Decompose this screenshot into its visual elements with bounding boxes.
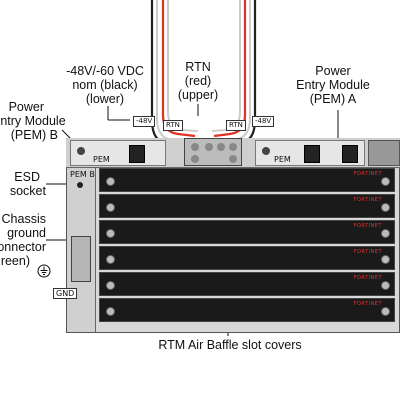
terminal-screw-6 xyxy=(229,155,237,163)
pem-b-side-panel: PEM B GND xyxy=(67,168,96,332)
pem-a-module: PEM xyxy=(255,140,365,166)
tag-rtn-right: RTN xyxy=(226,120,246,131)
pem-a-switch-1-icon[interactable] xyxy=(304,145,320,163)
terminal-screw-4 xyxy=(229,143,237,151)
rtm-slot-cover: FORTINET xyxy=(99,246,395,270)
fortinet-logo: FORTINET xyxy=(354,223,382,229)
gnd-label: GND xyxy=(53,288,77,299)
rtm-slot-cover: FORTINET xyxy=(99,220,395,244)
right-connector-cluster xyxy=(368,140,400,166)
tag-rtn-left: RTN xyxy=(163,120,183,131)
pem-b-status-icon xyxy=(77,147,85,155)
esd-socket-icon[interactable] xyxy=(77,182,83,188)
pem-a-status-icon xyxy=(262,147,270,155)
terminal-screw-1 xyxy=(191,143,199,151)
power-terminal-block xyxy=(184,138,242,166)
pem-a-switch-2-icon[interactable] xyxy=(342,145,358,163)
ground-connector-block[interactable] xyxy=(71,236,91,282)
pem-b-module: PEM xyxy=(70,140,166,166)
fortinet-logo: FORTINET xyxy=(354,301,382,307)
rtm-slot-cover: FORTINET xyxy=(99,194,395,218)
terminal-screw-3 xyxy=(217,143,225,151)
fortinet-logo: FORTINET xyxy=(354,275,382,281)
terminal-screw-2 xyxy=(205,143,213,151)
pem-a-module-label: PEM xyxy=(274,155,291,164)
pem-b-panel-label: PEM B xyxy=(70,170,95,179)
rtm-slot-cover: FORTINET xyxy=(99,168,395,192)
fortinet-logo: FORTINET xyxy=(354,171,382,177)
fortinet-logo: FORTINET xyxy=(354,197,382,203)
terminal-screw-5 xyxy=(191,155,199,163)
rtm-slot-cover: FORTINET xyxy=(99,272,395,296)
pem-b-module-label: PEM xyxy=(93,155,110,164)
tag-minus48-right: -48V xyxy=(252,116,274,127)
tag-minus48-left: -48V xyxy=(133,116,155,127)
rtm-slot-cover: FORTINET xyxy=(99,298,395,322)
power-switch-icon[interactable] xyxy=(129,145,145,163)
fortinet-logo: FORTINET xyxy=(354,249,382,255)
